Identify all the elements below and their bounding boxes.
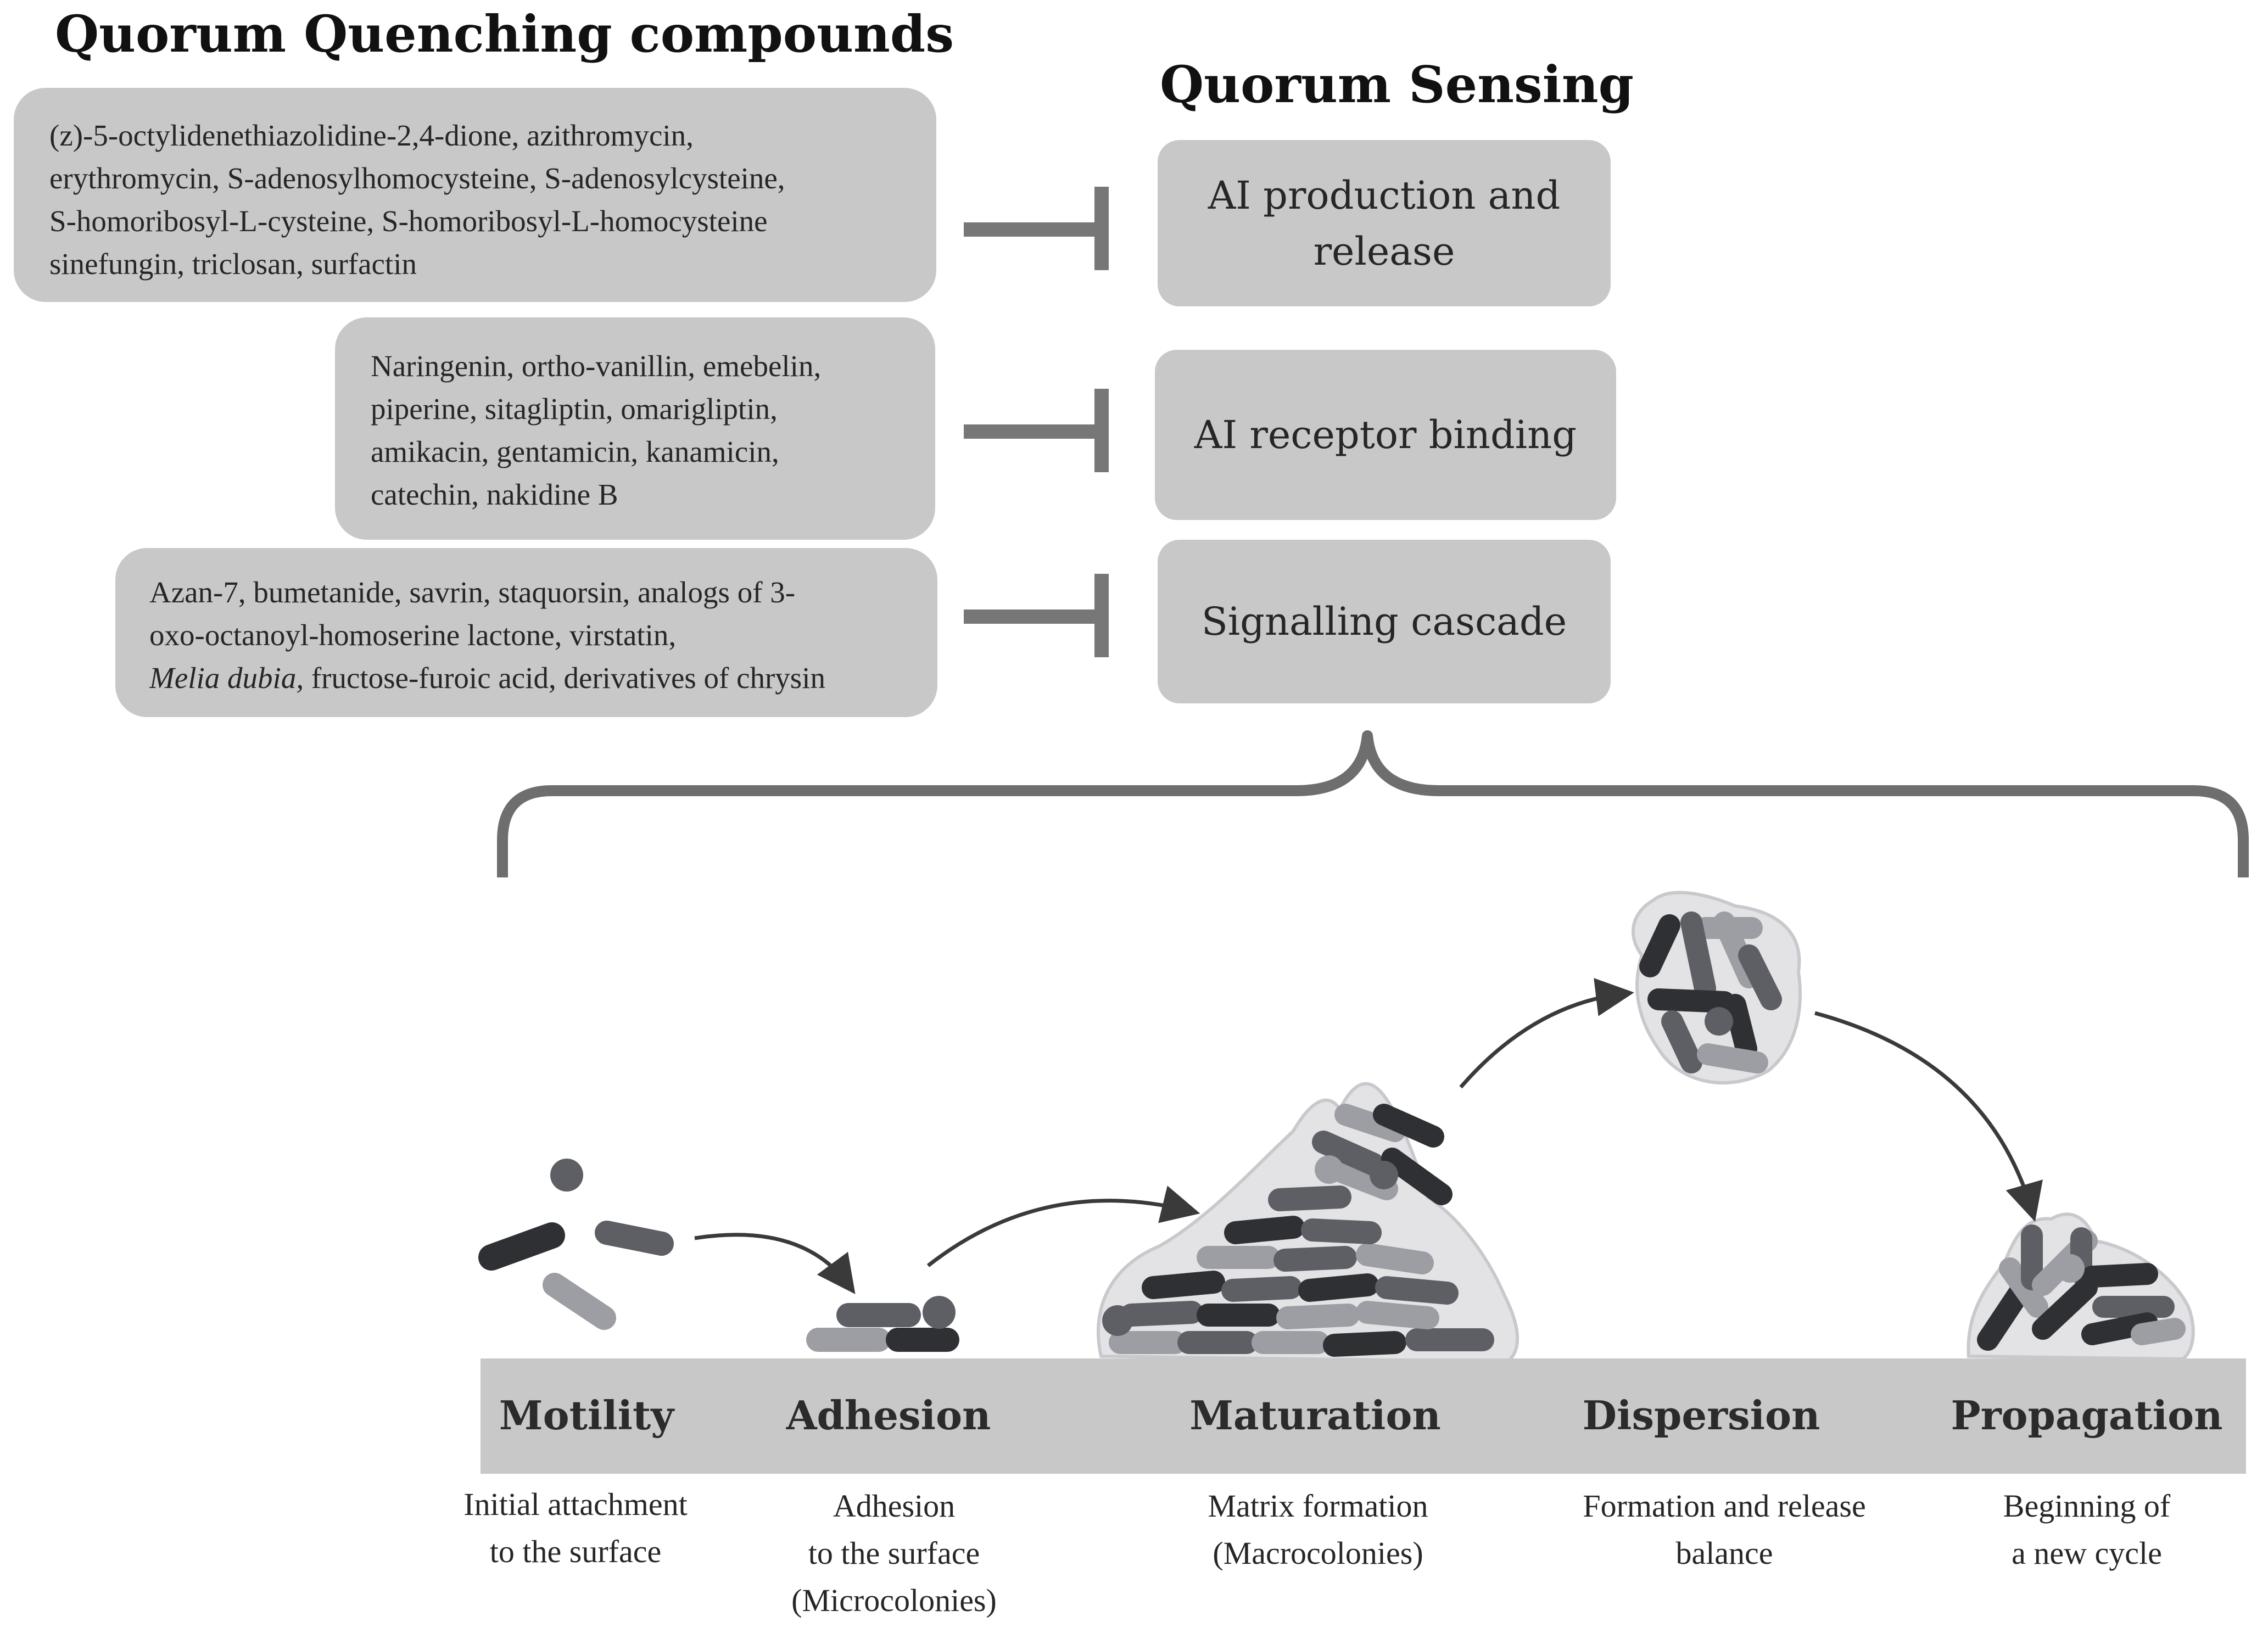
inhibitor-line: sinefungin, triclosan, surfactin [49, 247, 417, 281]
stage-desc-line: Adhesion [833, 1488, 956, 1524]
inhibitor-line: Naringenin, ortho-vanillin, emebelin, [371, 349, 822, 383]
stage-desc-line: (Macrocolonies) [1213, 1535, 1423, 1571]
stage-desc-line: Formation and release [1583, 1488, 1866, 1524]
biofilm-stage-bar [481, 1358, 2246, 1474]
quorum-quenching-heading: Quorum Quenching compounds [55, 4, 954, 64]
propagation-bacteria [1977, 1224, 2186, 1351]
curly-brace [497, 730, 2249, 877]
qs-step-receptor-binding: AI receptor binding [1155, 350, 1616, 520]
inhibitor-group-2: Naringenin, ortho-vanillin, emebelin, pi… [335, 317, 935, 540]
inhibitor-group-1: (z)-5-octylidenethiazolidine-2,4-dione, … [14, 88, 936, 302]
inhibitor-line: amikacin, gentamicin, kanamicin, [371, 435, 779, 468]
stage-desc-line: Beginning of [2003, 1488, 2171, 1524]
inhibitor-line: erythromycin, S-adenosylhomocysteine, S-… [49, 161, 785, 195]
inhibitor-line: S-homoribosyl-L-cysteine, S-homoribosyl-… [49, 204, 768, 238]
inhibitor-line: Azan-7, bumetanide, savrin, staquorsin, … [149, 575, 796, 609]
stage-desc-motility: Initial attachment to the surface [463, 1481, 687, 1575]
inhibition-cap-1 [1094, 187, 1109, 270]
inhibitor-line-text: fructose-furoic acid, derivatives of chr… [311, 661, 825, 695]
stage-label-motility: Motility [499, 1392, 674, 1439]
dispersion-bacteria [1639, 911, 1782, 1073]
inhibition-bar-2 [964, 424, 1107, 439]
stage-label-propagation: Propagation [1951, 1392, 2223, 1439]
qs-step-line: Signalling cascade [1201, 599, 1567, 644]
arrow-maturation-to-dispersion [1459, 978, 1634, 1089]
maturation-bacteria [1102, 1104, 1494, 1357]
stage-desc-adhesion: Adhesion to the surface (Microcolonies) [791, 1483, 997, 1624]
inhibitor-group-3: Azan-7, bumetanide, savrin, staquorsin, … [115, 548, 937, 717]
stage-desc-line: a new cycle [2012, 1535, 2162, 1571]
quorum-sensing-heading: Quorum Sensing [1160, 55, 1634, 114]
stage-desc-line: (Microcolonies) [791, 1582, 997, 1618]
stage-label-maturation: Maturation [1189, 1392, 1441, 1439]
stage-label-dispersion: Dispersion [1582, 1392, 1820, 1439]
inhibitor-line: catechin, nakidine B [371, 478, 618, 511]
inhibition-bar-3 [964, 609, 1107, 624]
qs-step-line: release [1313, 228, 1455, 274]
motility-bacteria [478, 1159, 674, 1330]
inhibitor-italic-species: Melia dubia, [149, 661, 304, 695]
inhibition-cap-2 [1094, 389, 1109, 472]
qs-step-line: AI receptor binding [1194, 412, 1577, 457]
inhibition-cap-3 [1094, 574, 1109, 657]
stage-desc-line: Matrix formation [1208, 1488, 1428, 1524]
adhesion-bacteria [806, 1296, 959, 1352]
stage-desc-line: to the surface [808, 1535, 980, 1571]
inhibitor-line: oxo-octanoyl-homoserine lactone, virstat… [149, 618, 677, 652]
inhibitor-line: Melia dubia, fructose-furoic acid, deriv… [149, 657, 937, 700]
arrow-dispersion-to-propagation [1814, 1011, 2043, 1222]
inhibition-bar-1 [964, 222, 1107, 237]
arrow-motility-to-adhesion [694, 1233, 856, 1294]
qs-step-ai-production: AI production and release [1158, 140, 1611, 306]
qs-step-signalling-cascade: Signalling cascade [1158, 540, 1611, 703]
stage-label-adhesion: Adhesion [786, 1392, 991, 1439]
inhibitor-line: (z)-5-octylidenethiazolidine-2,4-dione, … [49, 119, 694, 152]
stage-desc-maturation: Matrix formation (Macrocolonies) [1208, 1483, 1428, 1577]
stage-desc-dispersion: Formation and release balance [1583, 1483, 1865, 1577]
qs-step-line: AI production and [1208, 172, 1561, 218]
stage-desc-line: Initial attachment [463, 1486, 688, 1522]
stage-desc-line: balance [1675, 1535, 1773, 1571]
stage-desc-propagation: Beginning of a new cycle [2003, 1483, 2170, 1577]
arrow-adhesion-to-maturation [926, 1185, 1200, 1267]
inhibitor-line: piperine, sitagliptin, omarigliptin, [371, 392, 778, 426]
stage-desc-line: to the surface [489, 1534, 662, 1569]
